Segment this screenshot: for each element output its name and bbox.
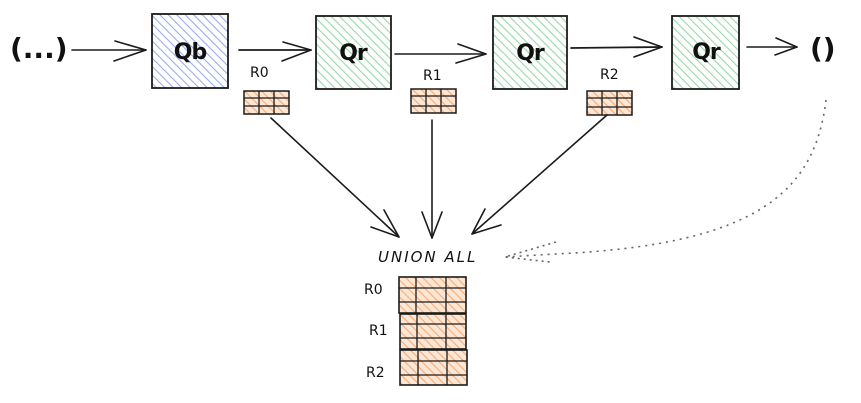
- stacked-result-table[interactable]: [398, 276, 468, 386]
- stacked-label-r2: R2: [366, 365, 385, 381]
- arrow-qr3-to-output: [746, 37, 798, 56]
- arrow-qr1-to-qr2: [394, 43, 487, 64]
- result-label-r0: R0: [250, 65, 269, 81]
- result-table-r0[interactable]: [243, 90, 290, 115]
- arrow-r2-to-union: [471, 114, 608, 235]
- qb-box: [151, 13, 229, 89]
- node-qr3[interactable]: Qr: [671, 15, 740, 90]
- node-qr2[interactable]: Qr: [492, 15, 568, 90]
- result-table-r1[interactable]: [410, 88, 457, 114]
- stacked-label-r0: R0: [364, 282, 383, 298]
- qr2-box: [492, 15, 568, 90]
- result-label-r2: R2: [600, 67, 619, 83]
- input-label: (...): [10, 32, 68, 65]
- stacked-table-r0: [398, 276, 467, 314]
- output-label: (): [810, 32, 836, 65]
- qr3-box: [671, 15, 740, 90]
- qr1-label: Qr: [339, 41, 368, 66]
- qr1-box: [315, 15, 392, 90]
- arrow-qr2-to-qr3: [570, 36, 663, 58]
- arrow-input-to-qb: [71, 40, 147, 62]
- union-all-label: UNION ALL: [378, 248, 477, 266]
- result-label-r1: R1: [423, 68, 442, 84]
- stacked-table-r1: [399, 313, 467, 350]
- qr2-label: Qr: [516, 41, 545, 66]
- arrow-r0-to-union: [270, 117, 400, 238]
- dashed-arrow-output-to-union: [504, 99, 827, 263]
- arrow-r1-to-union: [421, 119, 443, 239]
- arrow-qb-to-qr1: [238, 41, 312, 62]
- result-table-r2[interactable]: [586, 90, 633, 116]
- qb-label: Qb: [174, 40, 207, 65]
- node-qb[interactable]: Qb: [151, 13, 229, 89]
- stacked-label-r1: R1: [369, 323, 388, 339]
- qr3-label: Qr: [692, 40, 721, 65]
- stacked-table-r2: [399, 349, 468, 386]
- node-qr1[interactable]: Qr: [315, 15, 392, 90]
